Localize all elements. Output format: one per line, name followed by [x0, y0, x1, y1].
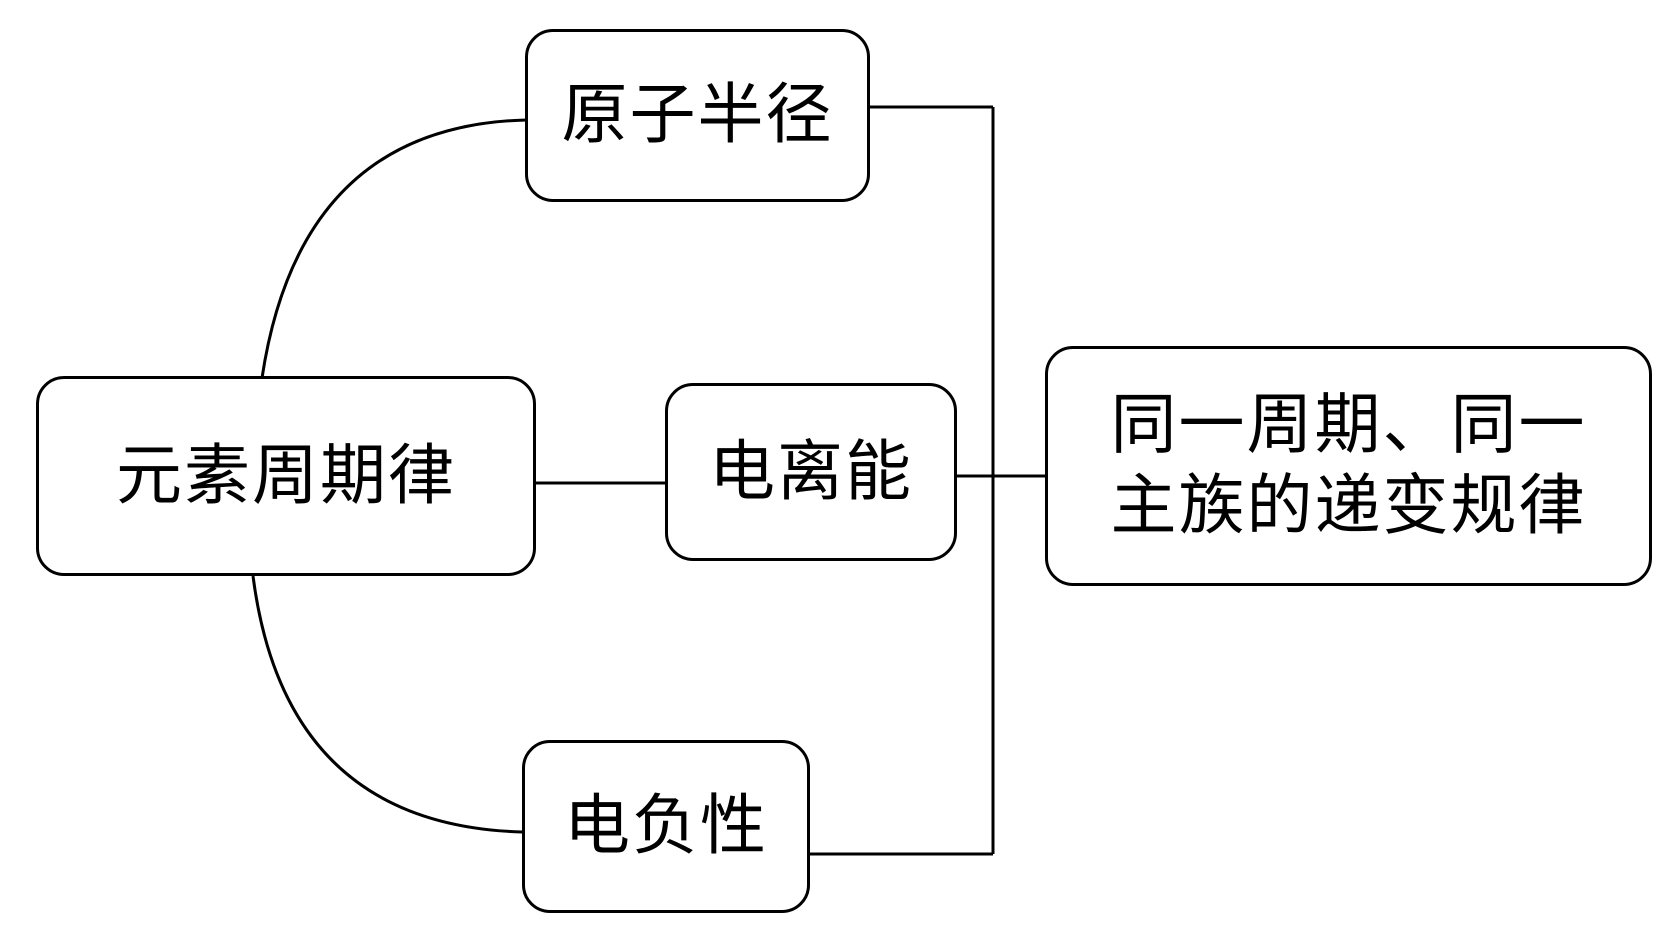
- property-node-electronegativity: 电负性: [522, 740, 810, 913]
- arc-root-to-electronegativity: [251, 575, 523, 834]
- summary-line-2: 主族的递变规律: [1110, 467, 1587, 544]
- property-node-label: 电负性: [564, 787, 768, 865]
- summary-line-1: 同一周期、同一: [1110, 386, 1587, 464]
- arc-root-to-atomic-radius: [260, 118, 528, 379]
- summary-node-trend-rule: 同一周期、同一 主族的递变规律: [1045, 346, 1652, 586]
- property-node-atomic-radius: 原子半径: [525, 29, 870, 202]
- property-node-ionization-energy: 电离能: [665, 383, 957, 561]
- summary-text: 同一周期、同一 主族的递变规律: [1111, 385, 1587, 546]
- root-node-periodic-law: 元素周期律: [36, 376, 536, 576]
- property-node-label: 原子半径: [561, 76, 834, 154]
- property-node-label: 电离能: [709, 432, 913, 510]
- root-node-label: 元素周期律: [116, 436, 456, 514]
